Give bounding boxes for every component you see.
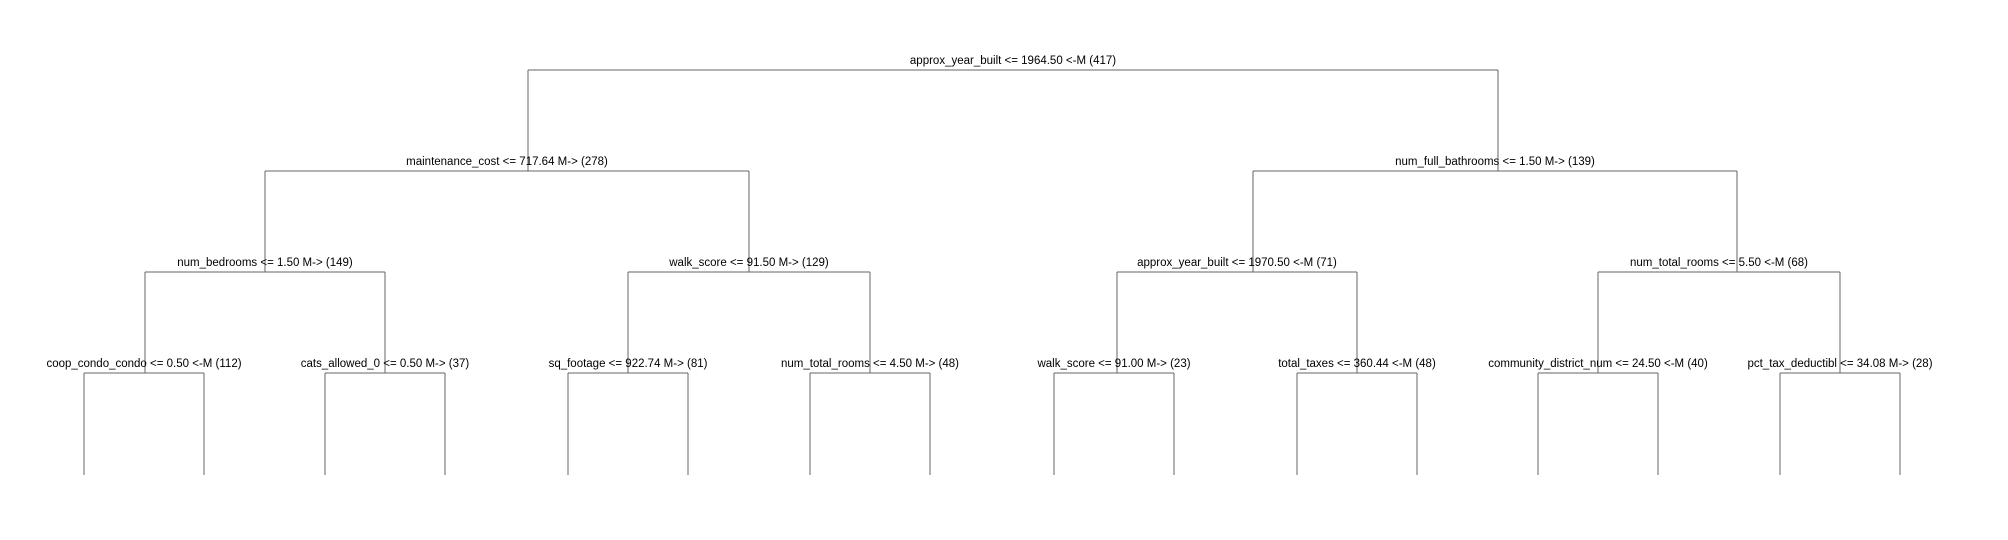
tree-node-label: pct_tax_deductibl <= 34.08 M-> (28) (1747, 358, 1932, 370)
tree-node-label: walk_score <= 91.00 M-> (23) (1036, 358, 1190, 370)
tree-node-label: approx_year_built <= 1964.50 <-M (417) (910, 55, 1116, 67)
tree-node-labels: approx_year_built <= 1964.50 <-M (417) ma… (46, 55, 1932, 370)
tree-edges (83, 69, 1901, 475)
tree-node-label: coop_condo_condo <= 0.50 <-M (112) (46, 358, 241, 370)
tree-node-label: total_taxes <= 360.44 <-M (48) (1278, 358, 1436, 370)
tree-node-label: community_district_num <= 24.50 <-M (40) (1488, 358, 1708, 370)
tree-node-label: maintenance_cost <= 717.64 M-> (278) (406, 156, 608, 168)
tree-node-label: num_bedrooms <= 1.50 M-> (149) (177, 257, 353, 269)
tree-node-label: approx_year_built <= 1970.50 <-M (71) (1137, 257, 1337, 269)
tree-node-label: num_total_rooms <= 4.50 M-> (48) (781, 358, 959, 370)
tree-node-label: cats_allowed_0 <= 0.50 M-> (37) (301, 358, 470, 370)
tree-node-label: walk_score <= 91.50 M-> (129) (668, 257, 829, 269)
tree-node-label: sq_footage <= 922.74 M-> (81) (549, 358, 708, 370)
tree-node-label: num_total_rooms <= 5.50 <-M (68) (1630, 257, 1808, 269)
tree-node-label: num_full_bathrooms <= 1.50 M-> (139) (1395, 156, 1595, 168)
